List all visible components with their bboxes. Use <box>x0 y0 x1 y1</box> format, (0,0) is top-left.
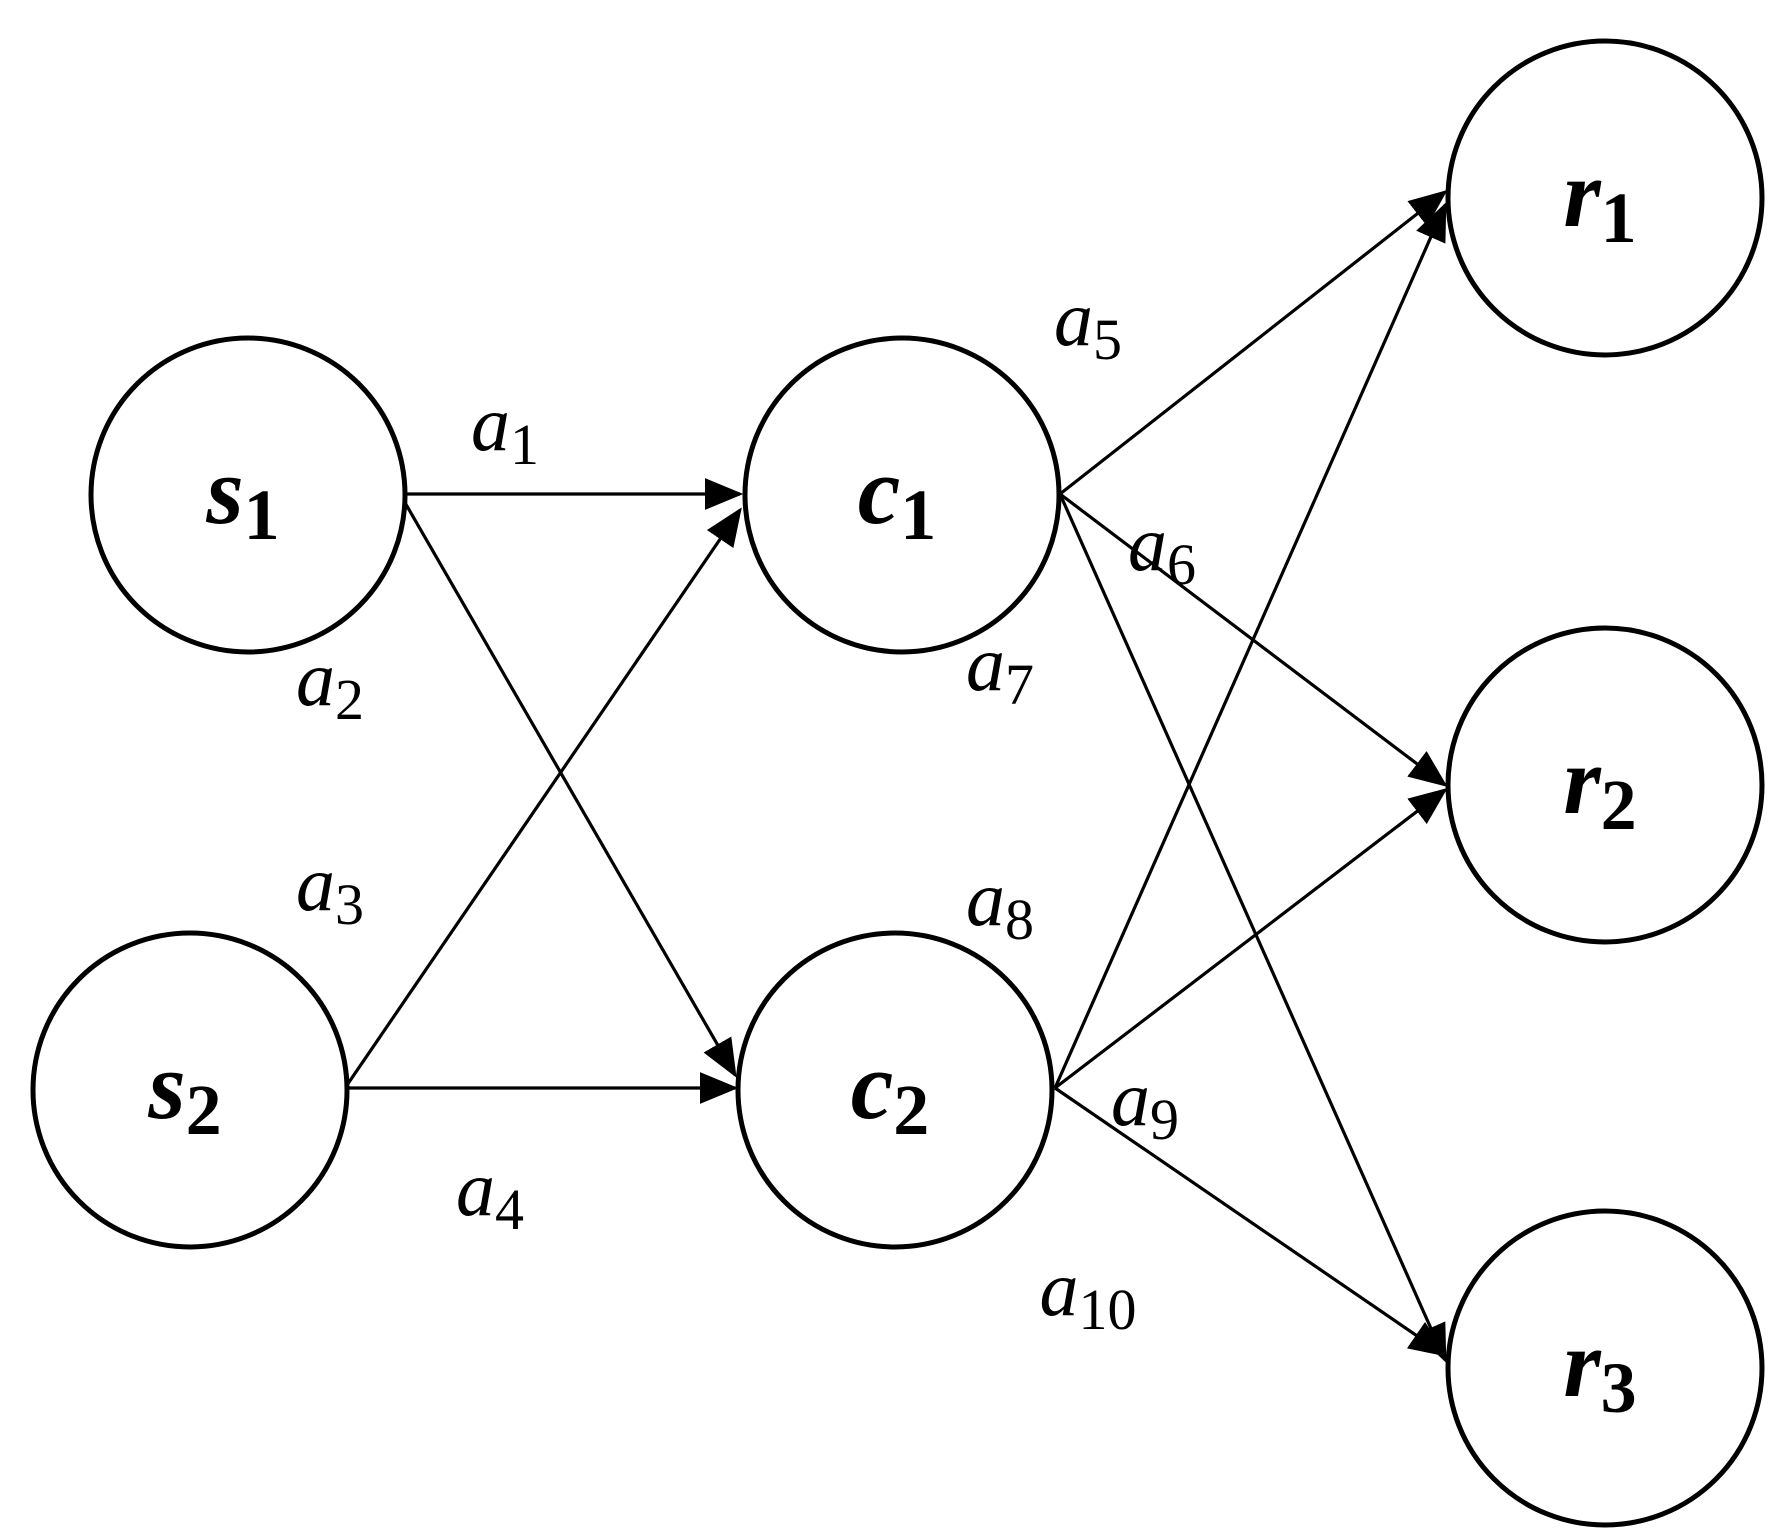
node-circle-s1 <box>88 335 408 655</box>
node-label-index: 2 <box>893 1070 929 1150</box>
node-circle-s2 <box>30 930 350 1250</box>
node-label-symbol: r <box>1563 1310 1602 1417</box>
edge-label-a10: a10 <box>1040 1245 1137 1342</box>
edge-label-a4: a4 <box>456 1145 524 1242</box>
edge-label-index: 5 <box>1093 307 1122 372</box>
node-label-index: 1 <box>244 475 280 555</box>
edge-label-symbol: a <box>966 620 1005 707</box>
node-c1: c1 <box>742 335 1062 655</box>
edge-label-symbol: a <box>966 855 1005 942</box>
edge-label-symbol: a <box>296 840 335 927</box>
node-label-symbol: r <box>1563 140 1602 247</box>
edge-label-index: 10 <box>1079 1277 1137 1342</box>
edge-label-symbol: a <box>296 635 335 722</box>
node-label-s1: s1 <box>205 437 279 555</box>
edge-label-index: 9 <box>1150 1087 1179 1152</box>
edge-label-symbol: a <box>1054 275 1093 362</box>
edge-arrow-a9 <box>1054 788 1448 1090</box>
edge-label-symbol: a <box>456 1145 495 1232</box>
edges-layer <box>343 190 1448 1363</box>
edge-label-index: 2 <box>335 667 364 732</box>
node-circle-c2 <box>735 930 1055 1250</box>
node-r2: r2 <box>1445 625 1765 945</box>
edge-arrow-a10 <box>1054 1086 1448 1357</box>
node-c2: c2 <box>735 930 1055 1250</box>
node-label-c1: c1 <box>858 437 937 555</box>
node-circle-r3 <box>1445 1208 1765 1528</box>
node-label-s2: s2 <box>147 1032 221 1150</box>
edge-label-index: 3 <box>335 872 364 937</box>
node-label-r3: r3 <box>1563 1310 1636 1428</box>
edge-label-index: 8 <box>1005 887 1034 952</box>
edge-label-a3: a3 <box>296 840 364 937</box>
edge-arrow-a7 <box>1058 493 1447 1363</box>
node-label-index: 2 <box>1601 765 1637 845</box>
node-label-index: 3 <box>1601 1348 1637 1428</box>
edge-label-symbol: a <box>471 380 510 467</box>
node-label-symbol: r <box>1563 727 1602 834</box>
node-label-symbol: c <box>851 1032 894 1139</box>
edge-label-index: 7 <box>1005 652 1034 717</box>
edge-label-a2: a2 <box>296 635 364 732</box>
edge-arrow-a5 <box>1059 190 1448 496</box>
edge-label-symbol: a <box>1040 1245 1079 1332</box>
edge-label-a9: a9 <box>1111 1055 1179 1152</box>
edge-label-index: 6 <box>1167 532 1196 597</box>
node-label-index: 1 <box>900 475 936 555</box>
node-circle-r1 <box>1445 38 1765 358</box>
edge-label-index: 4 <box>495 1177 524 1242</box>
node-label-r1: r1 <box>1563 140 1636 258</box>
node-label-symbol: c <box>858 437 901 544</box>
edge-arrow-a3 <box>343 507 742 1089</box>
edge-label-a8: a8 <box>966 855 1034 952</box>
edge-arrow-a8 <box>1053 202 1447 1089</box>
node-r3: r3 <box>1445 1208 1765 1528</box>
node-label-symbol: s <box>205 437 243 544</box>
edge-label-index: 1 <box>510 412 539 477</box>
node-s2: s2 <box>30 930 350 1250</box>
node-label-c2: c2 <box>851 1032 930 1150</box>
edge-label-a7: a7 <box>966 620 1034 717</box>
node-s1: s1 <box>88 335 408 655</box>
node-label-symbol: s <box>147 1032 185 1139</box>
edge-label-symbol: a <box>1111 1055 1150 1142</box>
edge-arrow-a2 <box>398 493 737 1078</box>
node-circle-r2 <box>1445 625 1765 945</box>
edge-label-a6: a6 <box>1128 500 1196 597</box>
node-label-index: 1 <box>1601 178 1637 258</box>
node-label-r2: r2 <box>1563 727 1636 845</box>
edge-label-a1: a1 <box>471 380 539 477</box>
edge-label-symbol: a <box>1128 500 1167 587</box>
node-r1: r1 <box>1445 38 1765 358</box>
edge-label-a5: a5 <box>1054 275 1122 372</box>
node-label-index: 2 <box>186 1070 222 1150</box>
node-circle-c1 <box>742 335 1062 655</box>
